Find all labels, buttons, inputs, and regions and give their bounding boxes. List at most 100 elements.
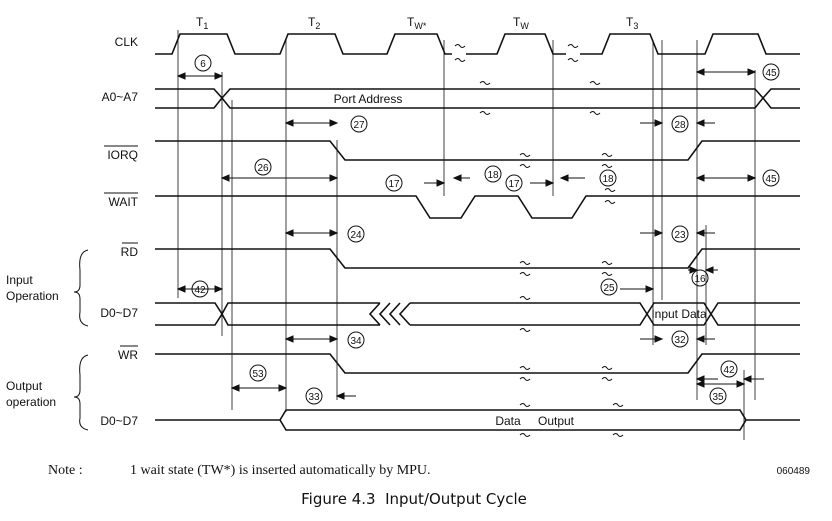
state-t2: T2 xyxy=(308,15,320,31)
wait-waveform xyxy=(155,195,800,219)
break-mark xyxy=(519,296,531,332)
svg-text:45: 45 xyxy=(765,68,777,79)
timing-arrows xyxy=(176,68,764,400)
svg-text:17: 17 xyxy=(508,179,520,190)
output-group-label-2: operation xyxy=(6,395,56,409)
param-16: 16 xyxy=(691,269,709,287)
param-35: 35 xyxy=(709,387,727,405)
arrow-heads xyxy=(284,119,339,127)
svg-text:24: 24 xyxy=(350,230,362,241)
rd-waveform xyxy=(155,248,800,269)
param-18b: 18 xyxy=(599,169,617,187)
break-mark xyxy=(519,366,531,381)
break-marks xyxy=(454,44,624,437)
output-brace xyxy=(73,354,89,431)
signal-data-out-label: D0~D7 xyxy=(100,414,138,428)
break-mark xyxy=(601,153,613,168)
group-labels: Input Operation Output operation xyxy=(6,249,89,431)
arrow-heads xyxy=(695,380,746,388)
arrow-heads xyxy=(695,375,705,383)
arrow-heads xyxy=(704,266,714,274)
arrow-heads xyxy=(695,335,705,343)
arrow-heads xyxy=(220,174,339,182)
svg-text:42: 42 xyxy=(194,285,206,296)
break-mark xyxy=(589,81,601,115)
state-tw-star: TW* xyxy=(407,15,427,31)
param-25: 25 xyxy=(600,278,618,296)
break-mark xyxy=(567,44,579,62)
signal-wr-label: WR xyxy=(118,348,138,362)
input-group-label-1: Input xyxy=(6,273,33,287)
arrow-heads xyxy=(436,179,446,187)
figure-code: 060489 xyxy=(777,466,811,477)
param-42-input: 42 xyxy=(191,280,209,298)
input-data-label: Input Data xyxy=(651,307,707,321)
svg-text:53: 53 xyxy=(252,369,264,380)
data-in-waveform xyxy=(155,302,800,326)
signal-clk-label: CLK xyxy=(115,35,138,49)
port-address-label: Port Address xyxy=(334,92,403,106)
iorq-waveform xyxy=(155,140,800,161)
break-mark xyxy=(519,261,531,276)
arrow-heads xyxy=(645,285,655,293)
arrow-heads xyxy=(742,375,752,383)
signal-addr-label: A0~A7 xyxy=(102,90,139,104)
param-45-mid: 45 xyxy=(762,169,780,187)
svg-text:6: 6 xyxy=(200,59,206,70)
arrow-heads xyxy=(695,119,705,127)
break-mark xyxy=(519,153,531,168)
param-18a: 18 xyxy=(484,165,502,183)
param-32: 32 xyxy=(671,330,689,348)
svg-text:25: 25 xyxy=(603,283,615,294)
arrow-heads xyxy=(176,285,224,293)
svg-text:26: 26 xyxy=(257,163,269,174)
arrow-heads xyxy=(654,335,664,343)
svg-text:35: 35 xyxy=(712,392,724,403)
signal-data-in-label: D0~D7 xyxy=(100,306,138,320)
break-mark xyxy=(479,81,491,115)
break-mark xyxy=(601,366,613,381)
signal-names: CLK A0~A7 IORQ WAIT RD D0~D7 WR D0~D7 xyxy=(100,35,138,428)
wr-waveform xyxy=(155,353,800,374)
param-17a: 17 xyxy=(385,174,403,192)
reference-lines xyxy=(177,30,756,440)
svg-text:45: 45 xyxy=(765,174,777,185)
break-mark xyxy=(612,403,624,437)
signal-rd-label: RD xyxy=(121,245,139,259)
param-28: 28 xyxy=(671,115,689,133)
arrow-heads xyxy=(230,384,288,392)
svg-text:27: 27 xyxy=(353,120,365,131)
param-53: 53 xyxy=(249,364,267,382)
arrow-heads xyxy=(695,68,757,76)
param-26: 26 xyxy=(254,158,272,176)
svg-text:28: 28 xyxy=(674,120,686,131)
waveforms xyxy=(155,33,800,431)
param-24: 24 xyxy=(347,225,365,243)
timing-parameters: 6 45 27 28 26 45 17 18 17 18 24 23 25 16… xyxy=(191,54,780,405)
arrow-heads xyxy=(176,72,224,80)
state-tw: TW xyxy=(513,15,529,31)
state-labels: T1 T2 TW* TW T3 xyxy=(196,15,638,31)
param-17b: 17 xyxy=(505,174,523,192)
param-23: 23 xyxy=(671,225,689,243)
signal-iorq-label: IORQ xyxy=(107,148,138,162)
bus-labels: Port Address Input Data Data Output xyxy=(334,92,707,428)
svg-text:42: 42 xyxy=(723,365,735,376)
arrow-heads xyxy=(452,174,462,182)
output-label: Output xyxy=(538,414,575,428)
arrow-heads xyxy=(695,229,705,237)
output-group-label-1: Output xyxy=(6,379,43,393)
svg-text:23: 23 xyxy=(674,230,686,241)
svg-text:16: 16 xyxy=(694,274,706,285)
note-label: Note : xyxy=(48,463,83,478)
break-mark xyxy=(604,188,616,204)
addr-waveform xyxy=(155,88,800,109)
note-text: 1 wait state (TW*) is inserted automatic… xyxy=(130,463,431,478)
arrow-heads xyxy=(545,179,555,187)
state-t3: T3 xyxy=(626,15,638,31)
svg-text:33: 33 xyxy=(308,392,320,403)
svg-text:18: 18 xyxy=(487,170,499,181)
param-27: 27 xyxy=(350,115,368,133)
break-mark xyxy=(601,261,613,276)
